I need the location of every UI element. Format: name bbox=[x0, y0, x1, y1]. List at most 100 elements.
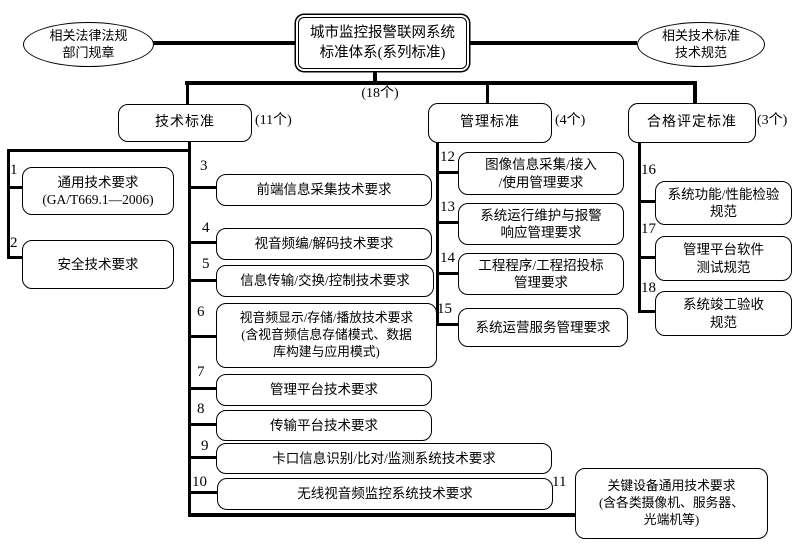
item-num-13: 13 bbox=[440, 199, 455, 215]
root-title-line1: 城市监控报警联网系统 bbox=[310, 25, 455, 41]
item-14-line2: 管理要求 bbox=[514, 275, 568, 290]
item-box-10: 无线视音频监控系统技术要求 bbox=[217, 478, 553, 510]
item-box-12: 图像信息采集/接入 /使用管理要求 bbox=[458, 152, 624, 195]
left-ellipse-laws: 相关法律法规 部门规章 bbox=[23, 22, 154, 67]
conform-count-label: (3个) bbox=[757, 113, 788, 128]
branch-tech-label: 技术标准 bbox=[155, 115, 215, 131]
item-box-16: 系统功能/性能检验 规范 bbox=[655, 181, 792, 225]
connector-trunk bbox=[373, 69, 377, 83]
item-box-7: 管理平台技术要求 bbox=[216, 374, 432, 406]
item-1-line1: 通用技术要求 bbox=[57, 174, 139, 190]
right-ellipse-line2: 技术规范 bbox=[674, 44, 727, 60]
item-num-8: 8 bbox=[197, 401, 205, 417]
connector-stub-17 bbox=[640, 256, 656, 259]
item-box-13: 系统运行维护与报警 响应管理要求 bbox=[458, 203, 624, 245]
connector-drop-tech bbox=[186, 84, 189, 105]
item-box-14: 工程程序/工程招投标 管理要求 bbox=[458, 253, 624, 295]
connector-stub-18 bbox=[640, 310, 656, 313]
item-11-line1: 关键设备通用技术要求 bbox=[607, 479, 736, 493]
branch-box-conform: 合格评定标准 bbox=[628, 103, 756, 143]
item-num-18: 18 bbox=[641, 280, 656, 296]
item-box-3: 前端信息采集技术要求 bbox=[216, 174, 432, 206]
connector-stub-7 bbox=[190, 387, 217, 390]
item-5-line1: 信息传输/交换/控制技术要求 bbox=[240, 273, 410, 289]
item-15-line1: 系统运营服务管理要求 bbox=[475, 319, 611, 335]
item-box-8: 传输平台技术要求 bbox=[216, 410, 432, 441]
connector-tech-down bbox=[188, 139, 191, 150]
connector-stub-14 bbox=[438, 272, 459, 275]
connector-stub-6 bbox=[190, 335, 217, 338]
item-6-line3: 库构建与应用模式) bbox=[273, 345, 380, 359]
item-12-line2: /使用管理要求 bbox=[498, 174, 584, 190]
total-count-label: (18个) bbox=[361, 86, 399, 101]
item-num-7: 7 bbox=[197, 364, 205, 380]
connector-bottom-to-11 bbox=[188, 513, 577, 517]
item-10-line1: 无线视音频监控系统技术要求 bbox=[297, 486, 473, 502]
connector-stub-4 bbox=[190, 241, 217, 244]
item-2-line1: 安全技术要求 bbox=[57, 256, 139, 272]
connector-bracket-left bbox=[7, 149, 10, 259]
tech-count-label: (11个) bbox=[255, 113, 292, 128]
connector-stub-3 bbox=[190, 186, 217, 189]
item-box-4: 视音频编/解码技术要求 bbox=[216, 228, 432, 260]
item-num-9: 9 bbox=[201, 438, 209, 454]
left-ellipse-line2: 部门规章 bbox=[62, 44, 115, 60]
item-num-15: 15 bbox=[437, 301, 452, 317]
connector-stub-5 bbox=[190, 279, 217, 282]
connector-stub-13 bbox=[438, 221, 459, 224]
item-17-line1: 管理平台软件 bbox=[683, 242, 764, 257]
item-num-16: 16 bbox=[641, 162, 656, 178]
item-3-line1: 前端信息采集技术要求 bbox=[256, 182, 392, 198]
item-num-6: 6 bbox=[197, 304, 205, 320]
item-6-line2: (含视音频信息存储模式、数据 bbox=[241, 328, 412, 342]
item-box-15: 系统运营服务管理要求 bbox=[458, 308, 628, 347]
connector-stub-10 bbox=[190, 491, 217, 494]
connector-stub-15 bbox=[438, 323, 459, 326]
right-ellipse-standards: 相关技术标准 技术规范 bbox=[637, 22, 765, 67]
item-4-line1: 视音频编/解码技术要求 bbox=[254, 236, 394, 252]
item-num-17: 17 bbox=[641, 221, 656, 237]
item-13-line1: 系统运行维护与报警 bbox=[480, 207, 602, 223]
item-16-line1: 系统功能/性能检验 bbox=[667, 186, 780, 202]
item-17-line2: 测试规范 bbox=[696, 259, 751, 275]
item-num-1: 1 bbox=[10, 162, 18, 178]
connector-stub-8 bbox=[190, 423, 217, 426]
item-16-line2: 规范 bbox=[710, 204, 737, 219]
connector-stub-12 bbox=[438, 171, 459, 174]
connector-bracket-top bbox=[7, 149, 191, 152]
right-ellipse-line1: 相关技术标准 bbox=[661, 28, 740, 43]
connector-drop-mgmt bbox=[486, 84, 489, 104]
item-num-14: 14 bbox=[440, 250, 455, 266]
item-11-line2: (含各类摄像机、服务器、 bbox=[598, 496, 745, 510]
connector-branch-horizontal bbox=[185, 81, 697, 85]
root-title-line2: 标准体系(系列标准) bbox=[319, 45, 446, 61]
item-18-line2: 规范 bbox=[710, 314, 737, 330]
branch-mgmt-label: 管理标准 bbox=[460, 115, 520, 131]
item-8-line1: 传输平台技术要求 bbox=[270, 417, 378, 433]
item-num-12: 12 bbox=[440, 149, 455, 165]
connector-spine-mgmt bbox=[436, 141, 439, 326]
mgmt-count-label: (4个) bbox=[555, 113, 586, 128]
connector-stub-9 bbox=[190, 456, 217, 459]
item-box-6: 视音频显示/存储/播放技术要求 (含视音频信息存储模式、数据 库构建与应用模式) bbox=[216, 303, 437, 368]
item-13-line2: 响应管理要求 bbox=[500, 225, 582, 240]
connector-drop-conform bbox=[693, 84, 697, 104]
item-box-5: 信息传输/交换/控制技术要求 bbox=[216, 265, 434, 297]
connector-right-oval bbox=[464, 41, 637, 45]
item-num-10: 10 bbox=[192, 474, 207, 490]
connector-spine-conform bbox=[638, 141, 641, 313]
item-num-3: 3 bbox=[200, 158, 208, 174]
branch-box-tech: 技术标准 bbox=[118, 104, 252, 142]
item-num-2: 2 bbox=[10, 235, 18, 251]
item-box-17: 管理平台软件 测试规范 bbox=[655, 236, 792, 281]
item-num-4: 4 bbox=[202, 220, 210, 236]
item-14-line1: 工程程序/工程招投标 bbox=[478, 257, 604, 273]
left-ellipse-line1: 相关法律法规 bbox=[49, 28, 128, 43]
item-18-line1: 系统竣工验收 bbox=[683, 297, 764, 312]
item-box-11: 关键设备通用技术要求 (含各类摄像机、服务器、 光端机等) bbox=[575, 468, 768, 539]
connector-stub-2 bbox=[9, 256, 23, 259]
item-num-5: 5 bbox=[202, 256, 210, 272]
item-box-2: 安全技术要求 bbox=[22, 240, 174, 289]
connector-spine-tech bbox=[188, 149, 191, 517]
connector-left-oval bbox=[150, 41, 298, 45]
